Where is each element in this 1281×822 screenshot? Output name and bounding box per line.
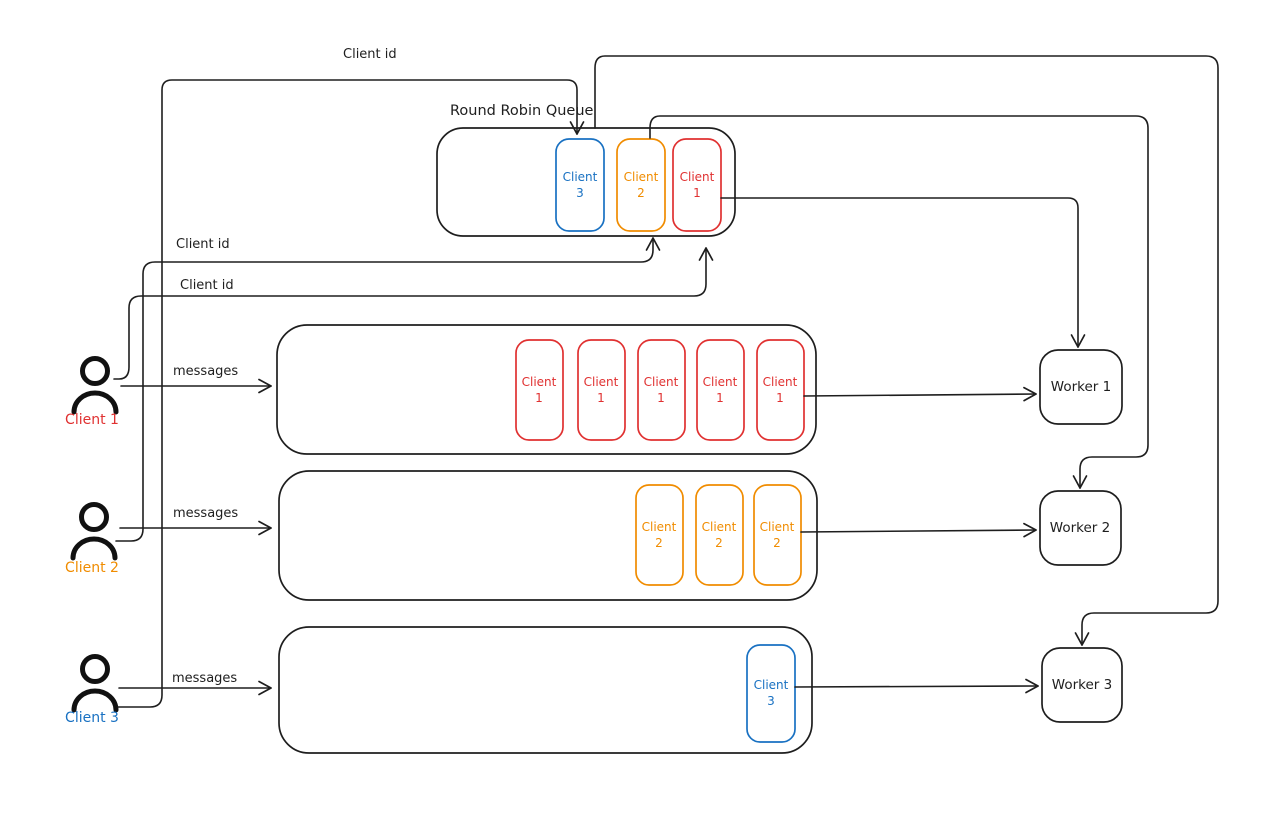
- svg-text:3: 3: [767, 694, 775, 708]
- svg-text:Client: Client: [760, 520, 795, 534]
- client1-messages-label: messages: [173, 364, 238, 379]
- client3-label: Client 3: [65, 710, 119, 726]
- queue3-card-1: Client 3: [746, 644, 796, 743]
- svg-text:1: 1: [776, 391, 784, 405]
- svg-text:1: 1: [535, 391, 543, 405]
- worker3-label: Worker 3: [1052, 677, 1112, 693]
- svg-text:3: 3: [576, 186, 584, 200]
- queue2-card-3: Client 2: [753, 484, 802, 586]
- svg-text:Client: Client: [584, 375, 619, 389]
- svg-text:Client: Client: [754, 678, 789, 692]
- client3-id-edge-label: Client id: [343, 47, 397, 62]
- client2-id-edge-label: Client id: [176, 237, 230, 252]
- queue1-card-3: Client 1: [637, 339, 686, 441]
- client2-label: Client 2: [65, 560, 119, 576]
- svg-text:Client: Client: [763, 375, 798, 389]
- svg-text:Client: Client: [703, 375, 738, 389]
- svg-text:Client: Client: [680, 170, 715, 184]
- svg-text:1: 1: [693, 186, 701, 200]
- queue2-to-worker2-edge: [800, 522, 1037, 538]
- rrq-card-client2: Client 2: [616, 138, 666, 232]
- worker1-box: [1039, 349, 1123, 425]
- svg-text:Client: Client: [702, 520, 737, 534]
- svg-text:2: 2: [773, 536, 781, 550]
- client3-messages-label: messages: [172, 671, 237, 686]
- svg-text:1: 1: [597, 391, 605, 405]
- client2-messages-label: messages: [173, 506, 238, 521]
- svg-text:2: 2: [715, 536, 723, 550]
- queue2-card-2: Client 2: [695, 484, 744, 586]
- client1-id-edge-label: Client id: [180, 278, 234, 293]
- svg-text:2: 2: [637, 186, 645, 200]
- svg-text:2: 2: [655, 536, 663, 550]
- client2-person-icon: [70, 502, 118, 561]
- queue2-card-1: Client 2: [635, 484, 684, 586]
- client1-label: Client 1: [65, 412, 119, 428]
- svg-text:Client: Client: [644, 375, 679, 389]
- svg-text:Client: Client: [624, 170, 659, 184]
- client1-id-edge: [113, 247, 714, 380]
- queue1-card-5: Client 1: [756, 339, 805, 441]
- svg-text:1: 1: [657, 391, 665, 405]
- client3-person-icon: [71, 654, 119, 713]
- rrq-client3-to-worker3-edge: [594, 55, 1219, 646]
- client3-id-edge: [117, 79, 585, 708]
- svg-text:Client: Client: [642, 520, 677, 534]
- worker3-box: [1041, 647, 1123, 723]
- worker2-box: [1039, 490, 1122, 566]
- rrq-client1-to-worker1-edge: [720, 197, 1086, 348]
- client1-person-icon: [71, 356, 119, 415]
- rrq-client2-to-worker2-edge: [649, 115, 1149, 489]
- svg-text:Client: Client: [563, 170, 598, 184]
- svg-text:1: 1: [716, 391, 724, 405]
- queue3-box: [278, 626, 813, 754]
- round-robin-queue-title: Round Robin Queue: [450, 103, 594, 119]
- queue1-card-4: Client 1: [696, 339, 745, 441]
- queue1-card-1: Client 1: [515, 339, 564, 441]
- worker1-label: Worker 1: [1051, 379, 1111, 395]
- rrq-card-client3: Client 3: [555, 138, 605, 232]
- queue1-to-worker1-edge: [803, 386, 1037, 402]
- queue3-to-worker3-edge: [794, 678, 1039, 694]
- queue1-card-2: Client 1: [577, 339, 626, 441]
- worker2-label: Worker 2: [1050, 520, 1110, 536]
- rrq-card-client1: Client 1: [672, 138, 722, 232]
- svg-text:Client: Client: [522, 375, 557, 389]
- client2-id-edge: [115, 237, 661, 542]
